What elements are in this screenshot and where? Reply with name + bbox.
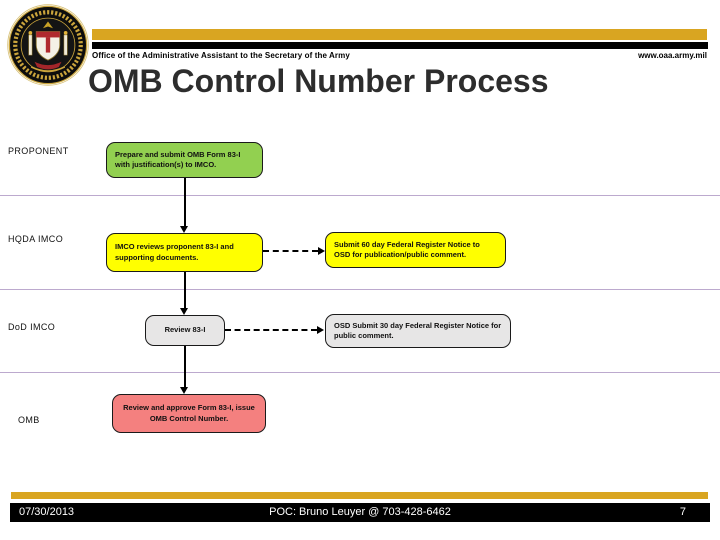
arrow-proponent-to-imco: [184, 178, 186, 226]
flow-box-review-83i-text: Review 83-I: [164, 325, 206, 335]
footer-black-bar: 07/30/2013 POC: Bruno Leuyer @ 703-428-6…: [10, 503, 710, 522]
lane-divider-1: [0, 195, 720, 196]
lane-divider-2: [0, 289, 720, 290]
arrowhead-right-1-icon: [318, 247, 325, 255]
flow-box-osd-30day: OSD Submit 30 day Federal Register Notic…: [325, 314, 511, 348]
arrowhead-right-2-icon: [317, 326, 324, 334]
arrowhead-down-2-icon: [180, 308, 188, 315]
flow-box-omb-approve: Review and approve Form 83-I, issue OMB …: [112, 394, 266, 433]
dashed-arrow-review-to-30day: [225, 329, 317, 331]
flow-box-prepare-submit: Prepare and submit OMB Form 83-I with ju…: [106, 142, 263, 178]
arrowhead-down-3-icon: [180, 387, 188, 394]
header-black-bar: [92, 42, 708, 49]
lane-label-dod-imco: DoD IMCO: [8, 322, 56, 332]
footer-date: 07/30/2013: [19, 506, 75, 518]
slide-title: OMB Control Number Process: [88, 63, 549, 99]
org-name-text: Office of the Administrative Assistant t…: [92, 51, 350, 60]
flow-box-submit-60day-text: Submit 60 day Federal Register Notice to…: [334, 239, 480, 259]
dashed-arrow-imco-to-60day: [263, 250, 318, 252]
arrow-dod-to-omb: [184, 346, 186, 387]
flow-box-imco-review-text: IMCO reviews proponent 83-I and supporti…: [115, 242, 234, 262]
arrow-imco-to-dod: [184, 272, 186, 308]
flow-box-imco-review: IMCO reviews proponent 83-I and supporti…: [106, 233, 263, 272]
flow-box-prepare-submit-text: Prepare and submit OMB Form 83-I with ju…: [115, 149, 241, 169]
footer-gold-bar: [11, 492, 708, 499]
arrowhead-down-1-icon: [180, 226, 188, 233]
website-text: www.oaa.army.mil: [638, 51, 707, 60]
flow-box-review-83i: Review 83-I: [145, 315, 225, 346]
army-seal-icon: [7, 4, 89, 86]
lane-label-hqda-imco: HQDA IMCO: [8, 234, 64, 244]
lane-label-proponent: PROPONENT: [8, 146, 69, 156]
footer-page-number: 7: [679, 506, 686, 518]
lane-divider-3: [0, 372, 720, 373]
lane-label-omb: OMB: [18, 415, 40, 425]
footer-poc: POC: Bruno Leuyer @ 703-428-6462: [269, 506, 451, 518]
flow-box-submit-60day: Submit 60 day Federal Register Notice to…: [325, 232, 506, 268]
flow-box-omb-approve-text: Review and approve Form 83-I, issue OMB …: [123, 403, 255, 423]
flow-box-osd-30day-text: OSD Submit 30 day Federal Register Notic…: [334, 320, 502, 340]
header-gold-bar: [92, 29, 707, 40]
